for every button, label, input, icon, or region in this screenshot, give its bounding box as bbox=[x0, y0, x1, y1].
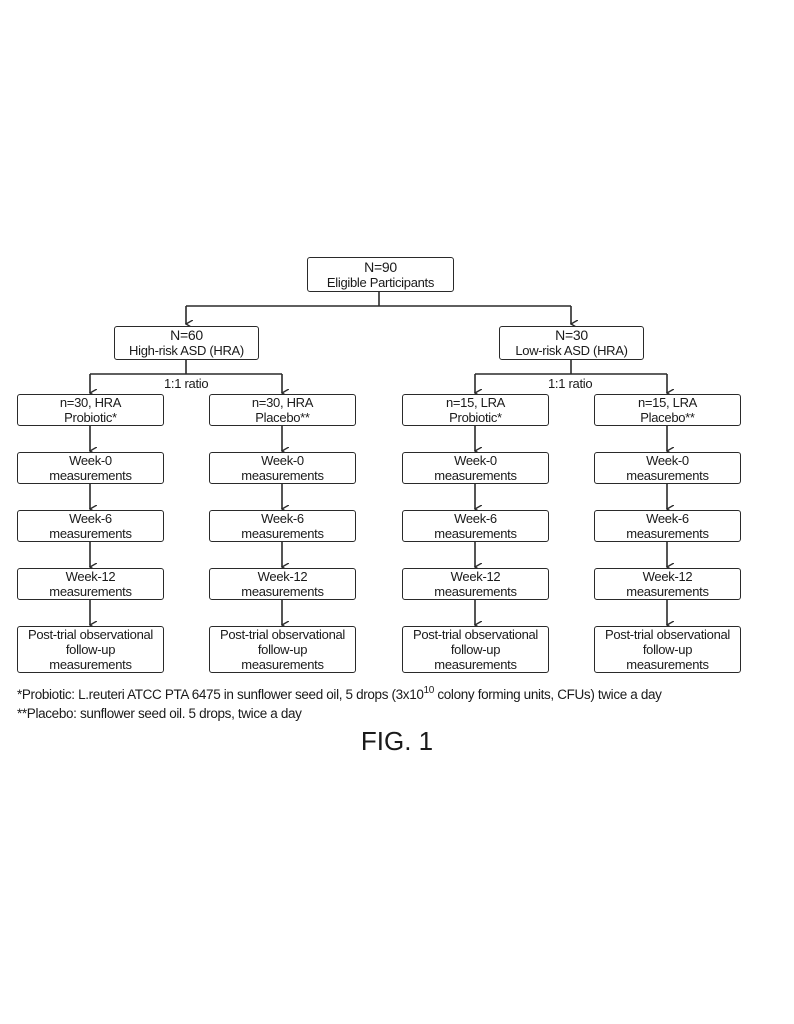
post-trial-label-line3: measurements bbox=[626, 657, 709, 672]
post-trial-label-line2: follow-up bbox=[257, 642, 308, 657]
week-6-label-line1: Week-6 bbox=[69, 511, 112, 526]
week-12-label-line2: measurements bbox=[626, 584, 709, 599]
post-trial-label-line1: Post-trial observational bbox=[412, 627, 539, 642]
week-12-label-line1: Week-12 bbox=[257, 569, 308, 584]
week-12-label-line2: measurements bbox=[49, 584, 132, 599]
lra-placebo-box: n=15, LRA Placebo** bbox=[594, 394, 741, 426]
post-trial-label-line3: measurements bbox=[241, 657, 324, 672]
post-trial-label-line3: measurements bbox=[49, 657, 132, 672]
hra-probiotic-count: n=30, HRA bbox=[59, 395, 122, 410]
hra-probiotic-label: Probiotic* bbox=[64, 410, 117, 425]
high-risk-group-box: N=60 High-risk ASD (HRA) bbox=[114, 326, 259, 360]
week-12-label-line2: measurements bbox=[434, 584, 517, 599]
lra-probiotic-count: n=15, LRA bbox=[445, 395, 506, 410]
hra-placebo-box: n=30, HRA Placebo** bbox=[209, 394, 356, 426]
lra-probiotic-label: Probiotic* bbox=[449, 410, 502, 425]
post-trial-label-line2: follow-up bbox=[450, 642, 501, 657]
hra-placebo-label: Placebo** bbox=[255, 410, 310, 425]
week-6-label-line2: measurements bbox=[241, 526, 324, 541]
lra-ratio-label: 1:1 ratio bbox=[548, 376, 593, 391]
hra-placebo-count: n=30, HRA bbox=[251, 395, 314, 410]
lra-placebo-count: n=15, LRA bbox=[637, 395, 698, 410]
hra-probiotic-box: n=30, HRA Probiotic* bbox=[17, 394, 164, 426]
lra-probiotic-box: n=15, LRA Probiotic* bbox=[402, 394, 549, 426]
week-0-label-line2: measurements bbox=[626, 468, 709, 483]
post-trial-label-line1: Post-trial observational bbox=[27, 627, 154, 642]
week-0-label-line1: Week-0 bbox=[646, 453, 689, 468]
week-12-label-line1: Week-12 bbox=[450, 569, 501, 584]
eligible-count: N=90 bbox=[364, 258, 397, 275]
low-risk-count: N=30 bbox=[555, 327, 588, 343]
week-6-label-line2: measurements bbox=[49, 526, 132, 541]
week-6-label-line2: measurements bbox=[626, 526, 709, 541]
week-0-label-line1: Week-0 bbox=[69, 453, 112, 468]
hra-ratio-label: 1:1 ratio bbox=[164, 376, 209, 391]
high-risk-count: N=60 bbox=[170, 327, 203, 343]
probiotic-footnote-text: *Probiotic: L.reuteri ATCC PTA 6475 in s… bbox=[17, 687, 424, 702]
eligible-participants-box: N=90 Eligible Participants bbox=[307, 257, 454, 292]
lra-placebo-label: Placebo** bbox=[640, 410, 695, 425]
post-trial-label-line1: Post-trial observational bbox=[219, 627, 346, 642]
post-trial-label-line3: measurements bbox=[434, 657, 517, 672]
week-0-label-line2: measurements bbox=[241, 468, 324, 483]
figure-label: FIG. 1 bbox=[360, 726, 434, 756]
week-12-label-line1: Week-12 bbox=[65, 569, 116, 584]
week-12-label-line1: Week-12 bbox=[642, 569, 693, 584]
probiotic-footnote-exponent: 10 bbox=[423, 685, 435, 696]
low-risk-group-box: N=30 Low-risk ASD (HRA) bbox=[499, 326, 644, 360]
probiotic-footnote: *Probiotic: L.reuteri ATCC PTA 6475 in s… bbox=[17, 685, 662, 702]
placebo-footnote: **Placebo: sunflower seed oil. 5 drops, … bbox=[17, 706, 302, 721]
week-6-label-line1: Week-6 bbox=[454, 511, 497, 526]
week-6-label-line2: measurements bbox=[434, 526, 517, 541]
week-6-label-line1: Week-6 bbox=[646, 511, 689, 526]
post-trial-label-line2: follow-up bbox=[65, 642, 116, 657]
eligible-label: Eligible Participants bbox=[326, 274, 435, 290]
high-risk-label: High-risk ASD (HRA) bbox=[129, 343, 244, 358]
post-trial-label-line1: Post-trial observational bbox=[604, 627, 731, 642]
week-0-label-line2: measurements bbox=[434, 468, 517, 483]
week-12-label-line2: measurements bbox=[241, 584, 324, 599]
week-0-label-line1: Week-0 bbox=[454, 453, 497, 468]
week-6-label-line1: Week-6 bbox=[261, 511, 304, 526]
post-trial-label-line2: follow-up bbox=[642, 642, 693, 657]
low-risk-label: Low-risk ASD (HRA) bbox=[515, 343, 628, 358]
probiotic-footnote-tail: colony forming units, CFUs) twice a day bbox=[433, 687, 662, 702]
week-0-label-line2: measurements bbox=[49, 468, 132, 483]
week-0-label-line1: Week-0 bbox=[261, 453, 304, 468]
